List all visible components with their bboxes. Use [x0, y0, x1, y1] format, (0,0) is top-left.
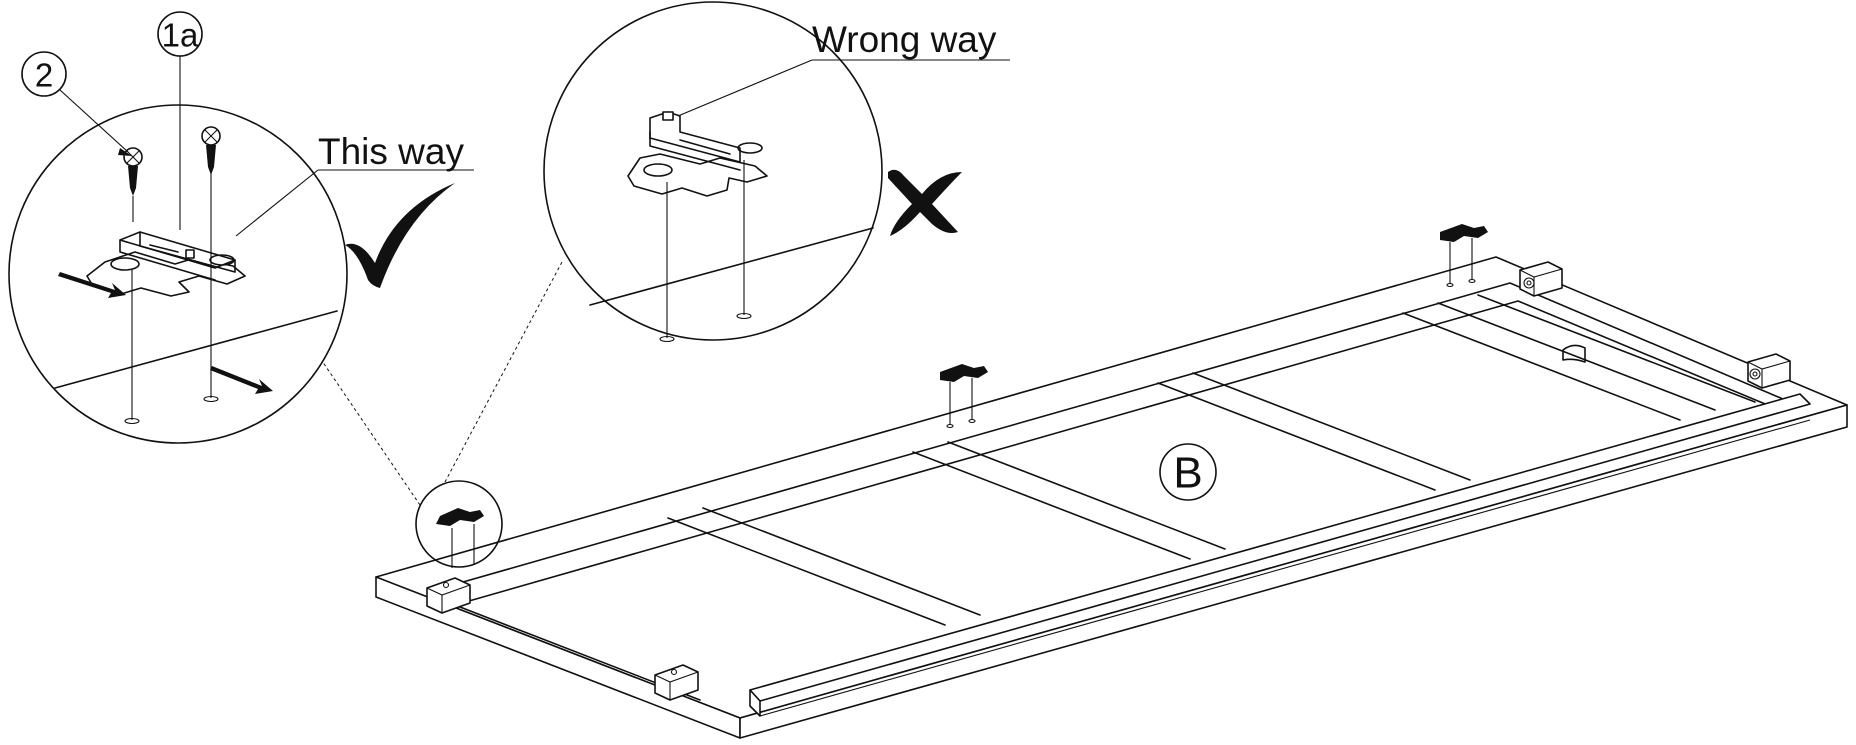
screw-icon	[201, 126, 221, 175]
panel-b-label: B	[1159, 443, 1217, 501]
wrong-way-callout: Wrong way	[677, 19, 1010, 117]
hinge-block	[426, 577, 471, 614]
direction-arrow-icon	[58, 272, 126, 298]
hinge-block	[654, 664, 699, 701]
cross-icon	[888, 169, 962, 236]
part-1a-label: 1a	[162, 17, 199, 54]
incorrect-detail-circle	[543, 1, 883, 343]
part-2-label: 2	[35, 57, 53, 94]
correct-detail-circle	[8, 104, 348, 444]
hinge-block	[1747, 353, 1791, 389]
part-1a-callout: 1a	[157, 11, 203, 230]
detail-callout-circle	[415, 480, 503, 568]
direction-arrow-icon	[210, 366, 273, 394]
wrong-way-label: Wrong way	[812, 19, 997, 60]
this-way-label: This way	[318, 131, 464, 172]
mounting-plate	[1440, 224, 1488, 288]
hinge-plate-wrong	[627, 111, 768, 197]
mounting-plate	[940, 364, 988, 429]
this-way-callout: This way	[235, 131, 474, 237]
screw-icon	[123, 147, 143, 222]
hinge-block	[1519, 261, 1563, 297]
leader-line	[317, 354, 421, 506]
part-2-callout: 2	[21, 51, 132, 156]
leader-line	[444, 261, 563, 483]
panel-b-text: B	[1173, 449, 1202, 498]
door-panel: B	[375, 224, 1848, 739]
checkmark-icon	[345, 183, 455, 288]
